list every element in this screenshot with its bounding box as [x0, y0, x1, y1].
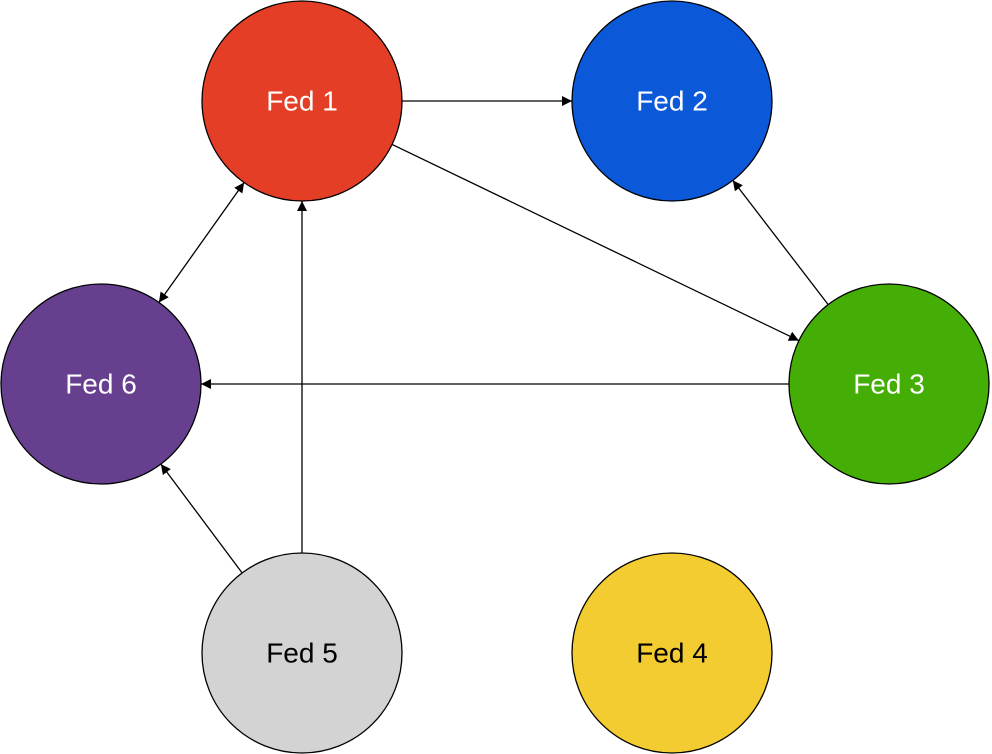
- node-fed6-circle: [0, 283, 202, 485]
- edge-fed1-fed3: [391, 143, 800, 342]
- node-fed6-label: Fed 6: [65, 369, 137, 400]
- node-fed6[interactable]: Fed 6: [0, 283, 202, 485]
- node-fed3[interactable]: Fed 3: [788, 283, 990, 485]
- node-fed3-label: Fed 3: [853, 369, 925, 400]
- node-fed4[interactable]: Fed 4: [571, 552, 773, 754]
- node-fed5-circle: [201, 552, 403, 754]
- node-fed2[interactable]: Fed 2: [571, 0, 773, 202]
- edge-fed5-fed6: [160, 463, 243, 574]
- node-fed4-label: Fed 4: [636, 638, 708, 669]
- node-fed1-circle: [201, 0, 403, 202]
- edge-fed1-fed6: [158, 182, 245, 303]
- node-fed1-label: Fed 1: [266, 86, 338, 117]
- node-fed5[interactable]: Fed 5: [201, 552, 403, 754]
- node-fed2-label: Fed 2: [636, 86, 708, 117]
- node-fed2-circle: [571, 0, 773, 202]
- node-fed1[interactable]: Fed 1: [201, 0, 403, 202]
- node-fed4-circle: [571, 552, 773, 754]
- node-fed3-circle: [788, 283, 990, 485]
- edges: [158, 96, 829, 574]
- node-fed5-label: Fed 5: [266, 638, 338, 669]
- edge-fed3-fed2: [732, 180, 829, 305]
